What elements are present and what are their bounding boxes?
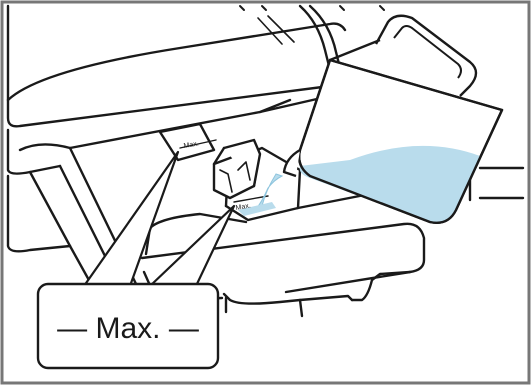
callout-max-label: — Max. — [57, 312, 199, 345]
